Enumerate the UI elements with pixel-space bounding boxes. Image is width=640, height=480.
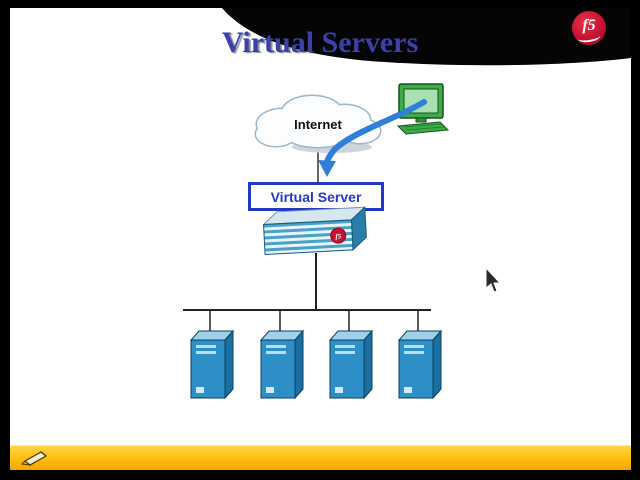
pen-tool-button[interactable] [16,449,56,466]
internet-label: Internet [294,117,342,132]
virtual-server-label: Virtual Server [270,188,362,205]
pen-icon [20,451,48,466]
page-title: Virtual Servers [221,26,419,59]
annotation-bar [10,445,631,470]
f5-logo-icon: f5 [572,11,606,45]
slide-background [10,8,631,445]
virtual-server-box: Virtual Server [248,182,384,211]
